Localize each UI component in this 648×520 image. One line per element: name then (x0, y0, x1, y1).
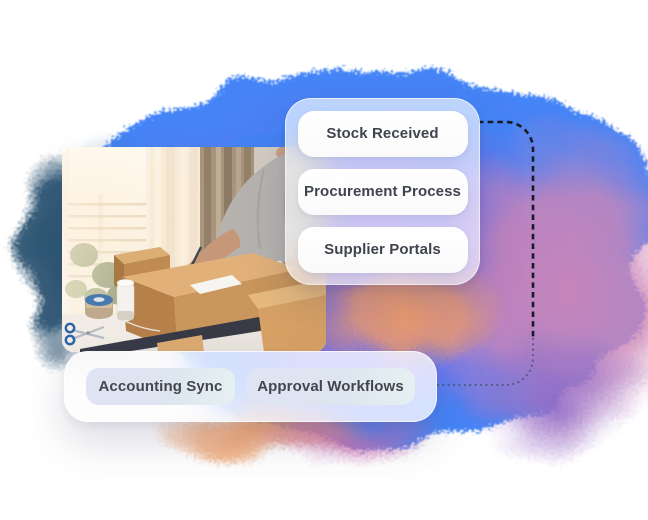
pill-supplier-portals: Supplier Portals (297, 226, 468, 273)
process-card: Stock Received Procurement Process Suppl… (285, 98, 480, 285)
integrations-card: Accounting Sync Approval Workflows (64, 351, 437, 422)
string-spool (116, 279, 161, 332)
chip-accounting-sync: Accounting Sync (86, 368, 235, 405)
shipping-label (190, 275, 242, 294)
chip-approval-workflows: Approval Workflows (246, 368, 415, 405)
pill-procurement-process: Procurement Process (297, 168, 468, 215)
scissors (64, 322, 105, 346)
tape-roll (85, 294, 113, 319)
right-boxes (157, 279, 326, 352)
pill-stock-received: Stock Received (297, 110, 468, 157)
